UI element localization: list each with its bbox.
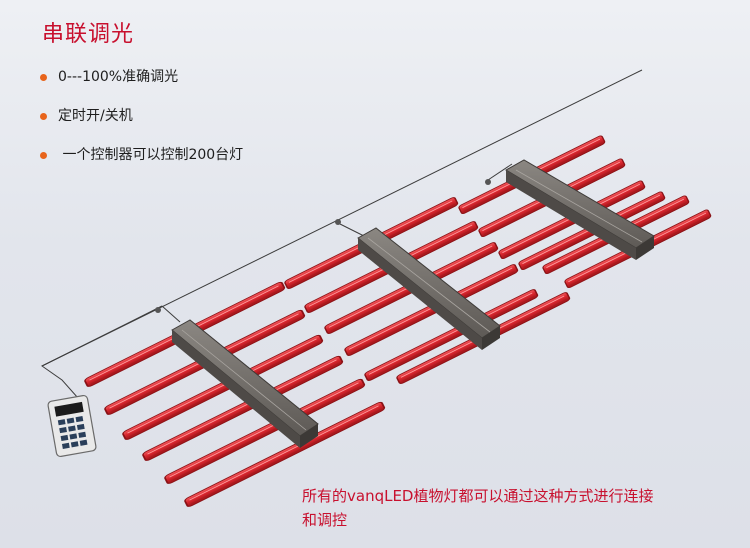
driver-box-icon (155, 159, 655, 448)
bullet-dot-icon (40, 113, 47, 120)
controller-icon (47, 394, 97, 458)
feature-text: 0---100%准确调光 (58, 69, 179, 85)
cable-icon (41, 69, 643, 399)
page-title: 串联调光 (42, 22, 135, 47)
bullet-dot-icon (40, 152, 47, 159)
bullet-dot-icon (40, 74, 47, 81)
feature-item: 定时开/关机 (40, 105, 243, 127)
feature-item: 0---100%准确调光 (40, 66, 243, 88)
caption-text: 所有的vanqLED植物灯都可以通过这种方式进行连接和调控 (302, 487, 654, 529)
feature-list: 0---100%准确调光 定时开/关机 一个控制器可以控制200台灯 (40, 66, 243, 183)
feature-text: 定时开/关机 (58, 108, 133, 124)
feature-item: 一个控制器可以控制200台灯 (40, 144, 243, 166)
feature-text: 一个控制器可以控制200台灯 (58, 147, 244, 163)
